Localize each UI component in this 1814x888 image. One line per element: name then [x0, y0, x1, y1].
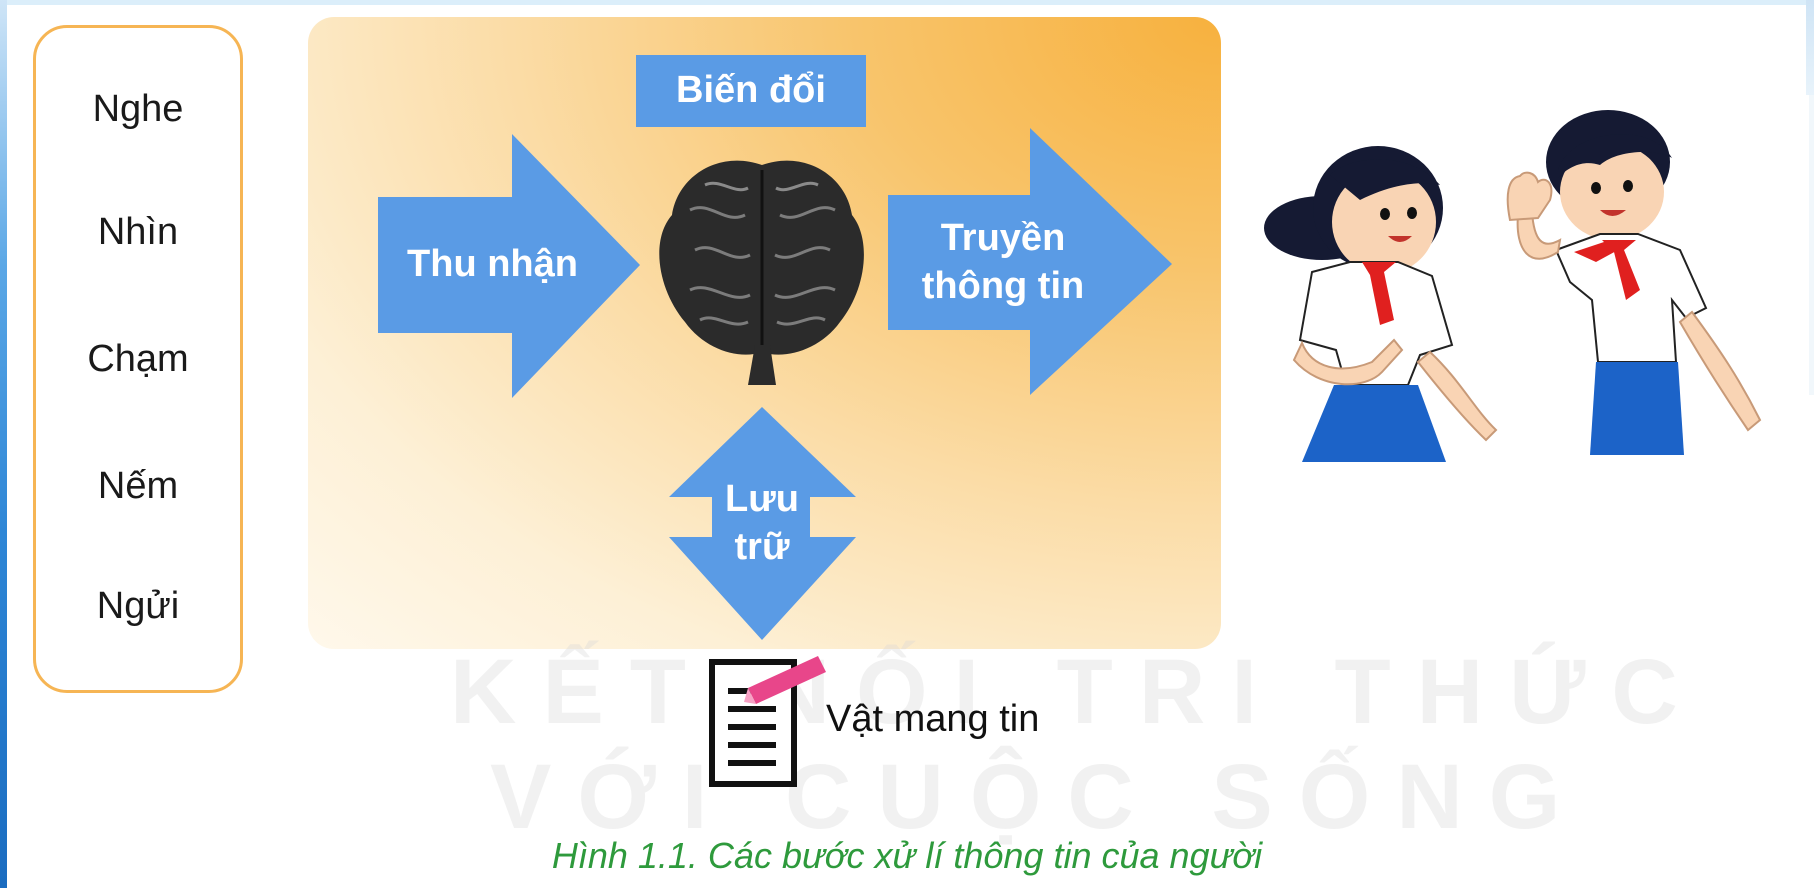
truyen-label-line1: Truyền [940, 217, 1066, 259]
senses-box: Nghe Nhìn Chạm Nếm Ngửi [33, 25, 243, 693]
edge-top [0, 0, 1814, 5]
brain-icon [659, 160, 864, 385]
thu-nhan-arrow [378, 134, 640, 398]
figure-caption: Hình 1.1. Các bước xử lí thông tin của n… [551, 835, 1263, 876]
edge-right-low [1809, 95, 1814, 395]
bien-doi-label: Biến đổi [676, 69, 826, 111]
luu-tru-arrow [669, 407, 856, 640]
watermark-line1: KẾT NỐI TRI THỨC [450, 641, 1704, 743]
sense-smell: Ngửi [96, 585, 180, 627]
carrier-label: Vật mang tin [826, 698, 1040, 740]
edge-right [1806, 0, 1814, 95]
document-icon [709, 656, 826, 787]
thu-nhan-label: Thu nhận [407, 243, 578, 285]
luu-label-line2: trữ [734, 526, 790, 568]
truyen-arrow [888, 128, 1172, 395]
sense-touch: Chạm [87, 338, 189, 380]
truyen-label-line2: thông tin [921, 265, 1085, 307]
luu-label-line1: Lưu [725, 478, 799, 520]
sense-hear: Nghe [92, 88, 184, 130]
girl-figure [1264, 146, 1498, 462]
sense-see: Nhìn [97, 211, 179, 253]
edge-left [0, 0, 7, 888]
watermark-line2: VỚI CUỘC SỐNG [490, 746, 1587, 848]
bien-doi-box [636, 55, 866, 127]
sense-taste: Nếm [97, 465, 179, 507]
boy-figure [1506, 110, 1762, 455]
